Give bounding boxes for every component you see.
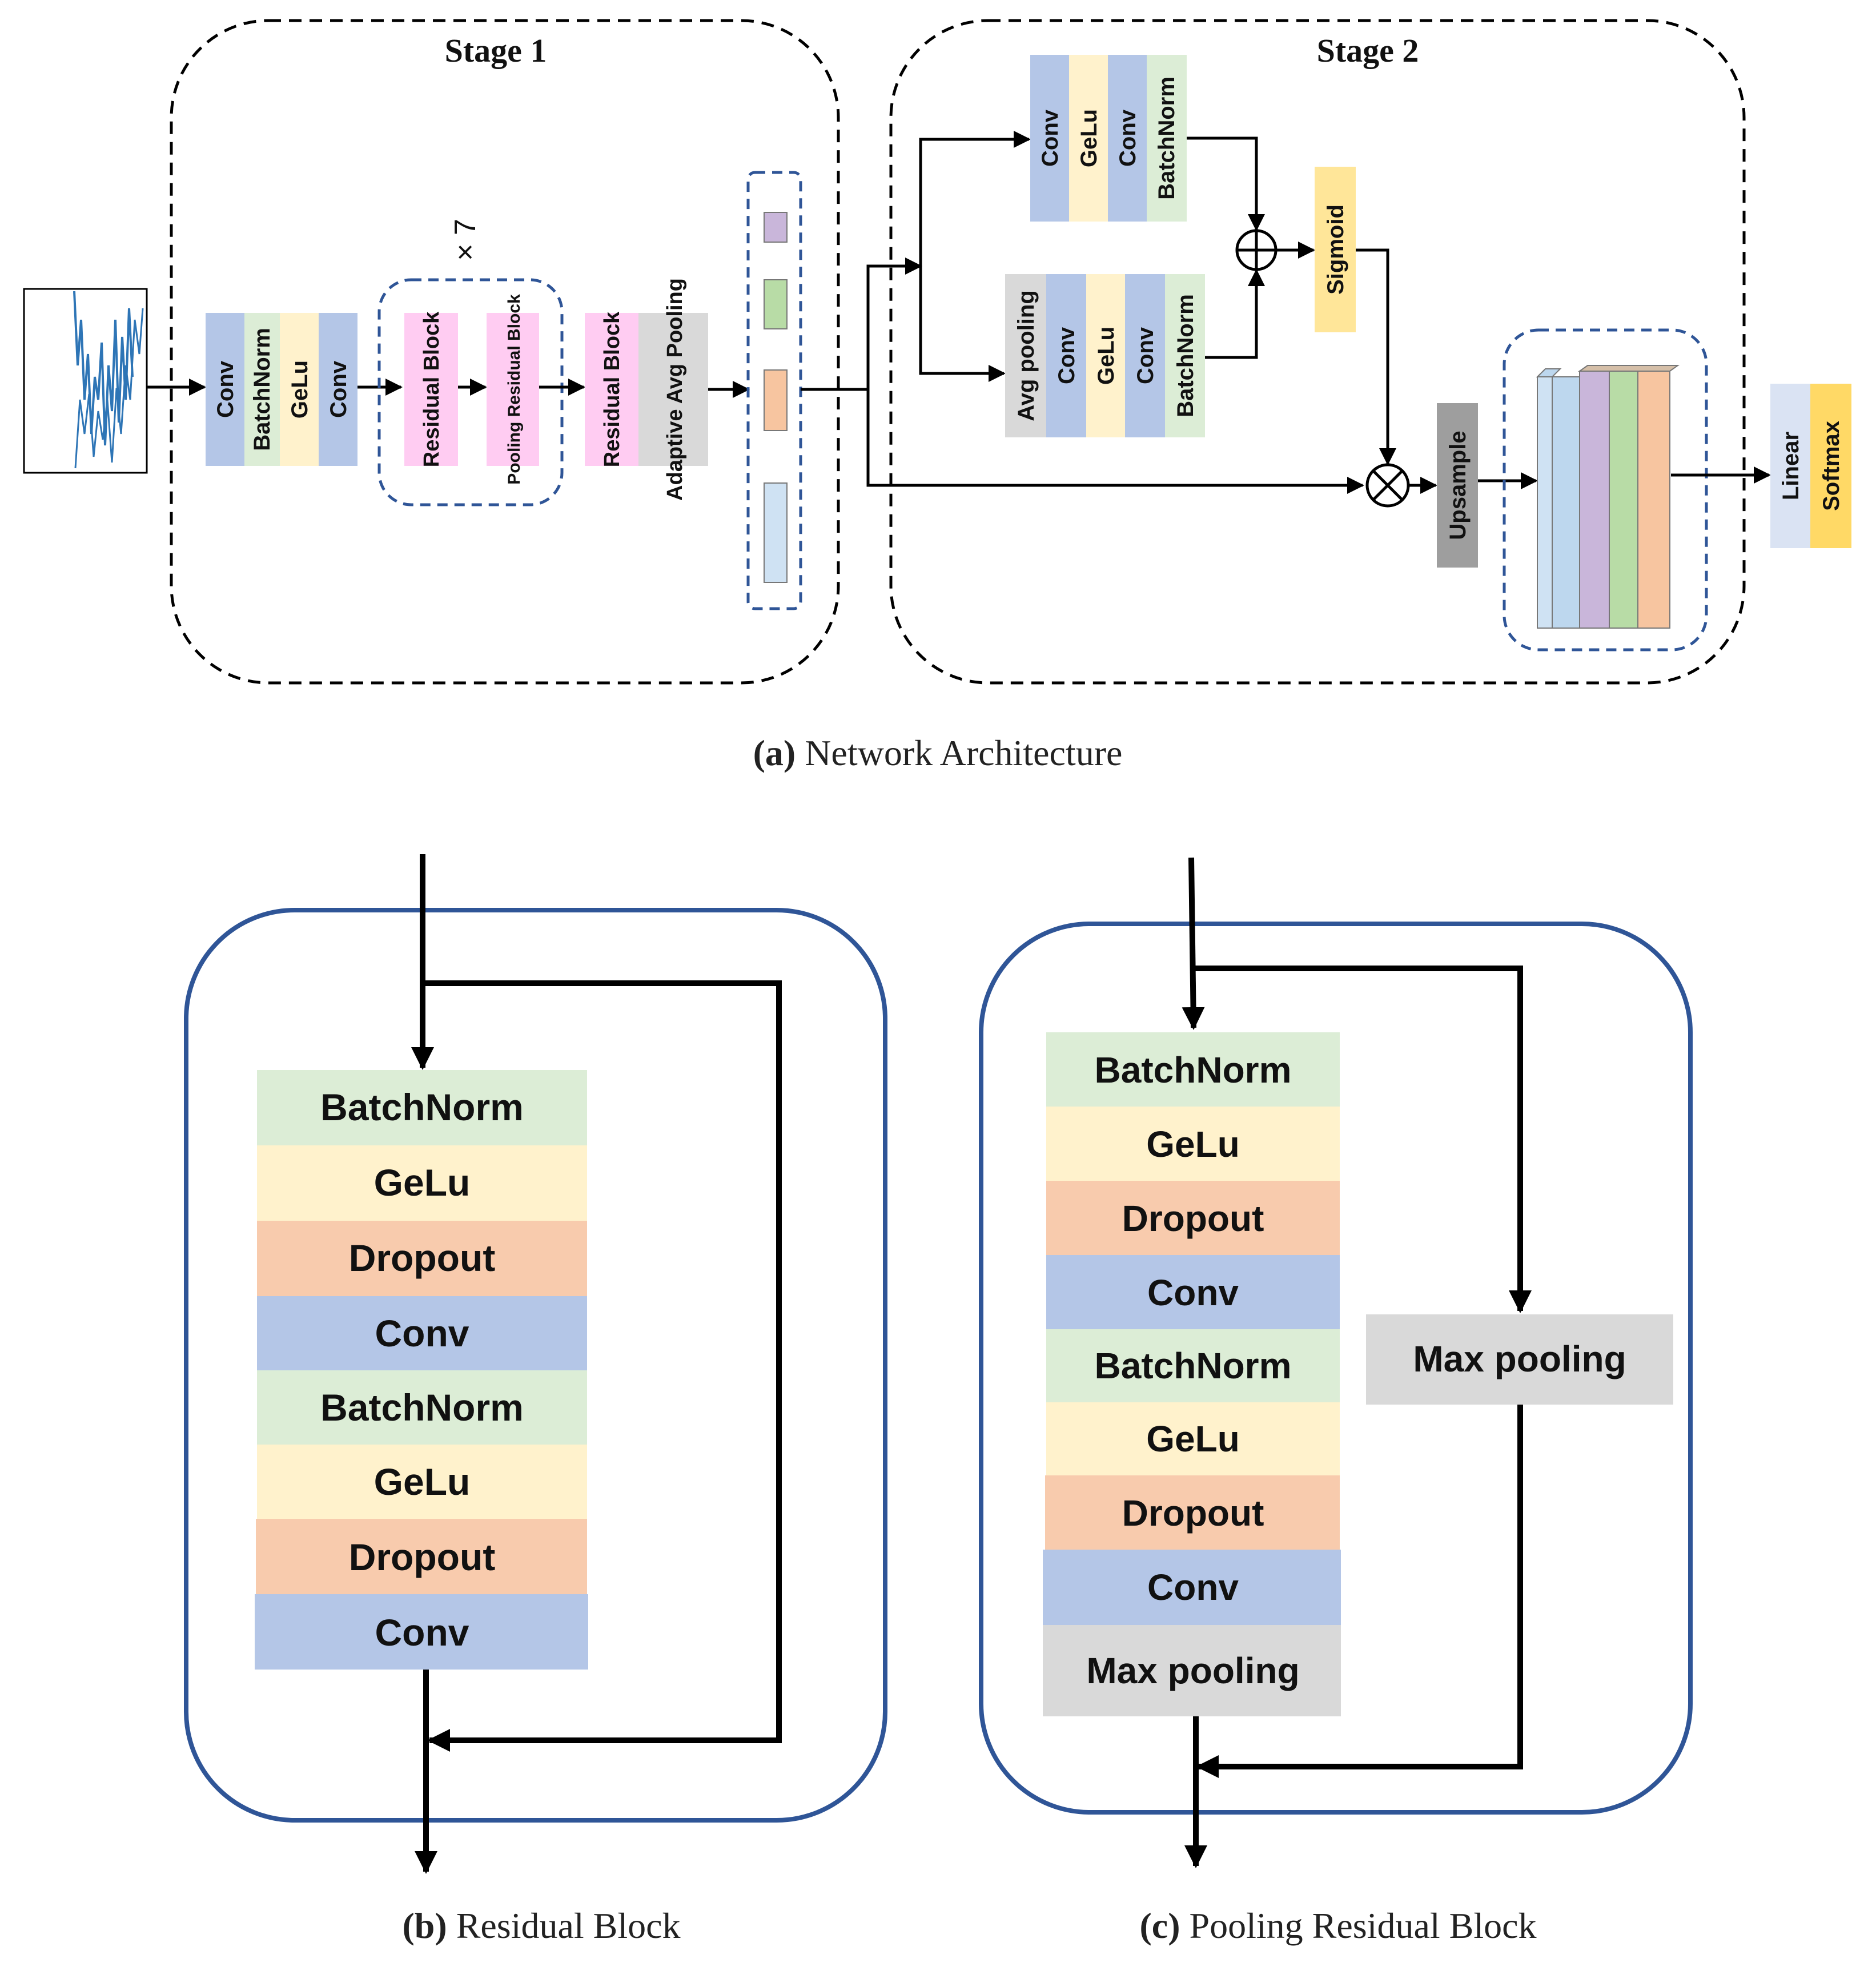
top-branch-gelu: GeLu: [1076, 109, 1102, 167]
bottom-branch-gelu: GeLu: [1094, 327, 1119, 385]
stage2-top-branch: Conv GeLu Conv BatchNorm: [1030, 55, 1187, 222]
upsample-layer: Upsample: [1445, 431, 1471, 540]
feature-slabs-stage2: [1536, 365, 1680, 629]
prb-layer-batchnorm-2: BatchNorm: [1095, 1345, 1292, 1386]
bottom-branch-avg-pooling: Avg pooling: [1014, 290, 1039, 421]
bottom-branch-conv: Conv: [1054, 327, 1079, 384]
multiply-operator-icon: [1365, 463, 1410, 508]
caption-b: (b) Residual Block: [402, 1905, 680, 1946]
caption-a: (a) Network Architecture: [753, 733, 1123, 773]
rb-layer-conv-2: Conv: [375, 1611, 469, 1654]
stage1-title: Stage 1: [445, 32, 547, 69]
prb-layer-batchnorm: BatchNorm: [1095, 1049, 1292, 1091]
top-branch-conv: Conv: [1038, 109, 1063, 167]
stage1-frame: [170, 19, 840, 685]
stage2-frame: [889, 19, 1746, 685]
bottom-branch-conv-2: Conv: [1133, 327, 1158, 384]
softmax-layer: Softmax: [1819, 421, 1844, 511]
rb-layer-gelu: GeLu: [374, 1161, 471, 1204]
stem-layer-conv-2: Conv: [326, 360, 351, 418]
prb-layer-gelu: GeLu: [1146, 1124, 1240, 1165]
caption-c: (c) Pooling Residual Block: [1139, 1905, 1536, 1946]
tail-residual-block: Residual Block: [600, 311, 624, 467]
prb-shortcut-max-pooling: Max pooling: [1413, 1338, 1626, 1379]
rb-layer-batchnorm: BatchNorm: [320, 1086, 524, 1128]
sigmoid-layer: Sigmoid: [1323, 204, 1348, 295]
linear-layer: Linear: [1778, 432, 1803, 500]
panel-a-network-architecture: Stage 1 Stage 2 Conv BatchNorm GeLu Conv…: [23, 19, 1851, 773]
pooling-residual-block-frame: [979, 922, 1693, 1815]
repeat-residual-block: Residual Block: [420, 311, 444, 467]
prb-layer-dropout: Dropout: [1122, 1198, 1264, 1239]
tail-adaptive-avg-pooling: Adaptive Avg Pooling: [663, 278, 687, 501]
feature-cubes-stage1: [764, 212, 788, 583]
rb-layer-gelu-2: GeLu: [374, 1461, 471, 1503]
stem-layer-conv: Conv: [213, 360, 238, 418]
feature-stack-stage2: [1503, 328, 1708, 651]
rb-layer-dropout-2: Dropout: [349, 1536, 496, 1578]
prb-layer-conv-2: Conv: [1147, 1567, 1239, 1608]
stem-layer-gelu: GeLu: [287, 360, 312, 419]
bottom-branch-batchnorm: BatchNorm: [1173, 294, 1198, 417]
residual-block-frame: [184, 908, 887, 1823]
stage2-title: Stage 2: [1317, 32, 1419, 69]
stage2-bottom-branch: Avg pooling Conv GeLu Conv BatchNorm: [1005, 274, 1205, 437]
prb-layer-gelu-2: GeLu: [1146, 1418, 1240, 1459]
signal-waveform: [73, 291, 134, 446]
rb-layer-dropout: Dropout: [349, 1237, 496, 1279]
top-branch-batchnorm: BatchNorm: [1154, 77, 1179, 200]
prb-layer-conv: Conv: [1147, 1272, 1239, 1313]
panel-b-residual-block: BatchNorm GeLu Dropout Conv BatchNorm Ge…: [184, 854, 887, 1946]
pooling-residual-block-layers: BatchNorm GeLu Dropout Conv BatchNorm Ge…: [1043, 1032, 1341, 1716]
stage1-stem: Conv BatchNorm GeLu Conv: [206, 313, 357, 466]
rb-layer-conv: Conv: [375, 1312, 469, 1354]
stem-layer-batchnorm: BatchNorm: [250, 328, 275, 451]
panel-c-pooling-residual-block: BatchNorm GeLu Dropout Conv BatchNorm Ge…: [979, 857, 1693, 1946]
top-branch-conv-2: Conv: [1115, 109, 1140, 167]
repeat-count-label: × 7: [449, 219, 482, 261]
rb-layer-batchnorm-2: BatchNorm: [320, 1386, 524, 1429]
prb-layer-dropout-2: Dropout: [1122, 1493, 1264, 1534]
add-operator-icon: [1235, 229, 1278, 271]
repeat-block-group: [377, 278, 564, 506]
prb-layer-max-pooling: Max pooling: [1086, 1650, 1299, 1691]
input-signal-image: [23, 288, 148, 474]
repeat-pooling-residual-block: Pooling Residual Block: [505, 294, 524, 485]
residual-block-layers: BatchNorm GeLu Dropout Conv BatchNorm Ge…: [255, 1070, 588, 1670]
